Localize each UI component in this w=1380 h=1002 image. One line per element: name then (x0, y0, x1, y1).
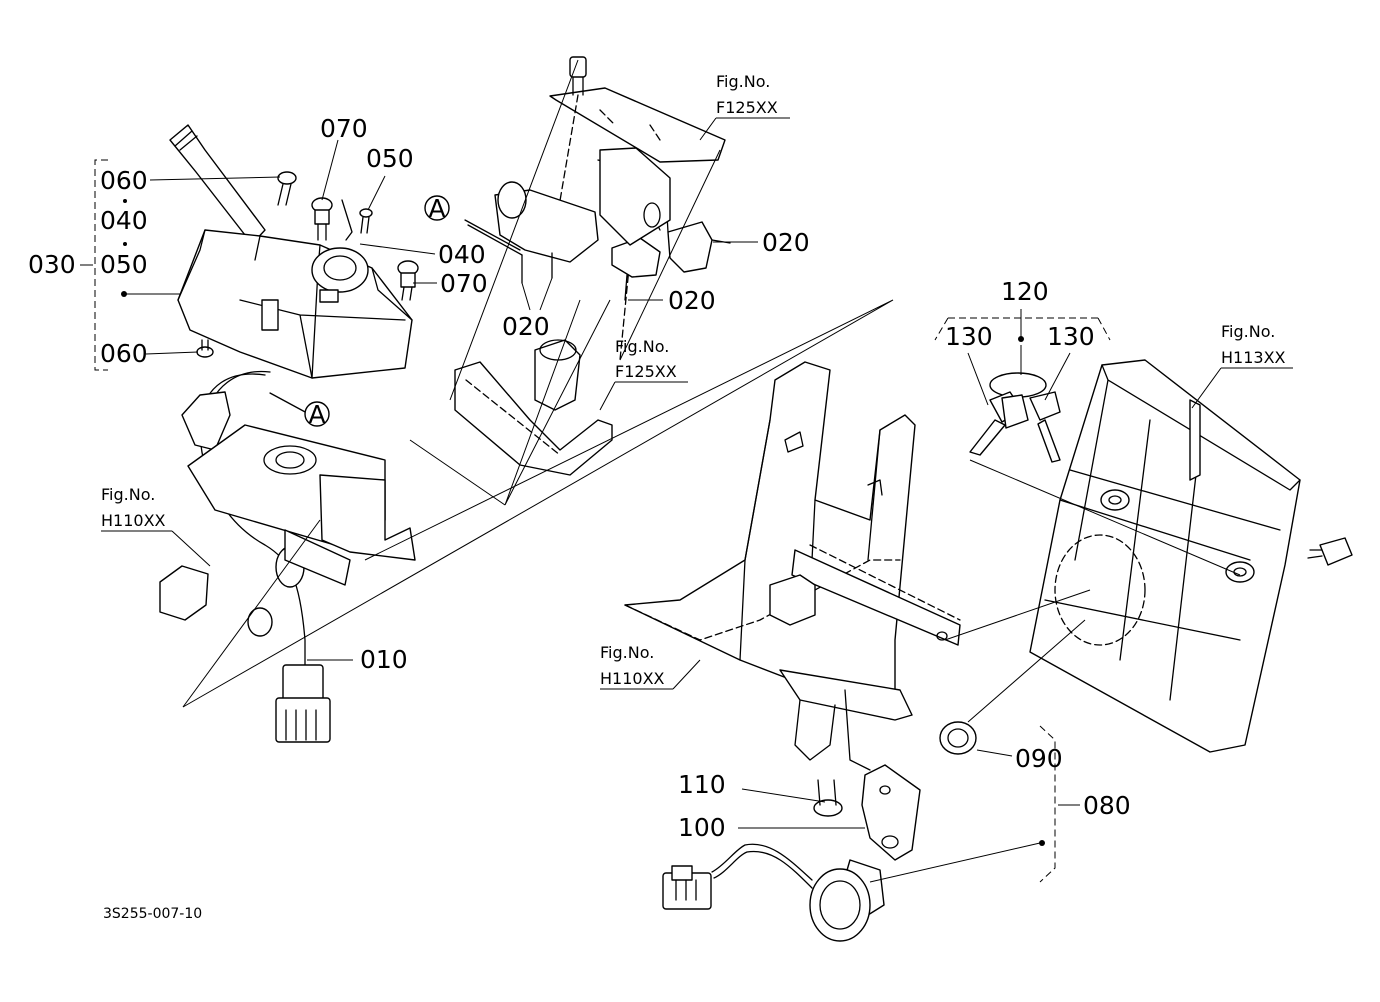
label-030: 030 (28, 250, 76, 279)
switch-dial (311, 247, 369, 293)
panel-strap (791, 549, 961, 646)
switch-tab-2 (319, 289, 339, 303)
clip-part (159, 565, 209, 621)
switch-bracket (319, 474, 416, 561)
switch-tab (261, 299, 279, 331)
key-leader-line (969, 459, 1241, 576)
label-010: 010 (360, 645, 408, 674)
fig-ref-h110-right-code: H110XX (600, 669, 665, 688)
clamp-bracket (284, 529, 351, 586)
key-switch-wire (711, 843, 813, 881)
fig-ref-h110-left-code: H110XX (101, 511, 166, 530)
screws-020 (521, 239, 731, 301)
label-090: 090 (1015, 744, 1063, 773)
group-line-top (449, 59, 721, 401)
label-070-top: 070 (320, 114, 368, 143)
fig-ref-h110-left-label: Fig.No. (101, 485, 155, 504)
label-110: 110 (678, 770, 726, 799)
group-line-center (409, 299, 611, 506)
label-070: 070 (440, 269, 488, 298)
fig-ref-h110-right-label: Fig.No. (600, 643, 654, 662)
label-100: 100 (678, 813, 726, 842)
label-060-bottom: 060 (100, 339, 148, 368)
label-130-right: 130 (1047, 322, 1095, 351)
module-switch-a (611, 237, 661, 278)
fig-ref-f125-mid-label: Fig.No. (615, 337, 669, 356)
fig-ref-h113-label: Fig.No. (1221, 322, 1275, 341)
clip-ring (247, 607, 273, 637)
lower-bracket (454, 361, 613, 476)
figure-references: Fig.No. F125XX Fig.No. F125XX Fig.No. H1… (101, 72, 1286, 688)
callout-a-top (424, 195, 450, 221)
label-020-middle: 020 (668, 286, 716, 315)
key-switch-assembly (662, 619, 1086, 942)
fig-ref-h113-code: H113XX (1221, 348, 1286, 367)
key-switch-bracket-100 (861, 764, 921, 861)
screw-060-top (277, 171, 297, 206)
module-switch-b (667, 221, 713, 273)
nut-090 (939, 721, 977, 755)
cover-grommet-1 (1100, 489, 1130, 511)
key-set (969, 372, 1061, 463)
fig-ref-f125-top-label: Fig.No. (716, 72, 770, 91)
nut-leader (967, 619, 1086, 723)
cover-grommet-2 (1225, 561, 1255, 583)
bracket-plate-main (599, 147, 671, 246)
key-hole-outline (1054, 534, 1146, 646)
key-switch-body (809, 859, 885, 942)
drawing-code: 3S255-007-10 (103, 906, 202, 922)
label-020-right: 020 (762, 228, 810, 257)
fig-ref-f125-top-code: F125XX (716, 98, 778, 117)
leader-lines (94, 117, 1293, 883)
strap-leader-line (944, 589, 1091, 641)
cylinder-part (534, 339, 581, 411)
cover-slot (1189, 399, 1201, 481)
screw-060-bottom (196, 339, 214, 358)
label-050-group: 050 (100, 250, 148, 279)
part-labels: 060 040 050 030 060 070 050 040 070 010 … (28, 114, 1131, 842)
label-060-top: 060 (100, 166, 148, 195)
label-040-group: 040 (100, 206, 148, 235)
screw-110 (813, 779, 843, 817)
relay-box (769, 574, 816, 626)
module-ring (497, 181, 527, 219)
panel-bracket-assembly (624, 361, 961, 771)
switch-body (177, 229, 413, 379)
label-040: 040 (438, 240, 486, 269)
label-080: 080 (1083, 791, 1131, 820)
screw-050 (341, 199, 373, 241)
connector-010 (275, 664, 331, 743)
cover-panel (1029, 359, 1301, 753)
screw-070-right (397, 260, 419, 301)
side-bolt (1307, 537, 1353, 566)
upper-bracket-assembly: A (424, 56, 731, 476)
leader-a-lower (269, 392, 308, 414)
callout-a-lower-text: A (308, 400, 325, 429)
key-switch-dot (1039, 840, 1045, 846)
label-050: 050 (366, 144, 414, 173)
top-plate (549, 87, 726, 163)
cover-panel-assembly (944, 359, 1353, 753)
screw-070-left (311, 197, 333, 241)
switch-lever (169, 124, 266, 245)
label-130-left: 130 (945, 322, 993, 351)
harness-grommet (181, 391, 231, 451)
group-line-left-2 (182, 519, 321, 708)
group-line-left (182, 299, 894, 708)
callout-a-top-text: A (428, 194, 445, 223)
label-120: 120 (1001, 277, 1049, 306)
label-020-bottom: 020 (502, 312, 550, 341)
combination-switch-assembly: A (159, 124, 419, 743)
callout-a-lower (304, 401, 330, 427)
fig-ref-f125-mid-code: F125XX (615, 362, 677, 381)
panel-bracket (624, 361, 916, 711)
key-switch-connector (662, 865, 712, 910)
key-switch-leader (869, 842, 1041, 883)
